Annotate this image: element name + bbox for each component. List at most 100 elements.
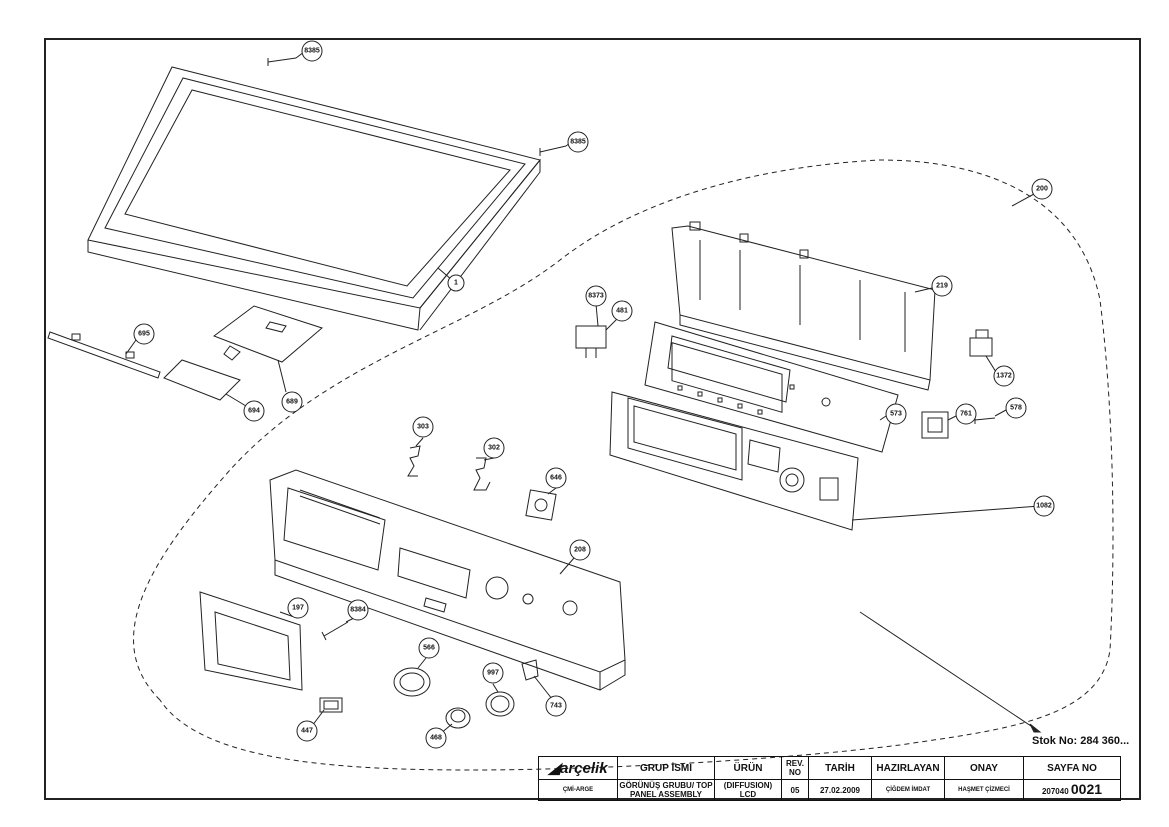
svg-text:208: 208 (574, 547, 586, 554)
svg-text:578: 578 (1010, 405, 1022, 412)
svg-text:997: 997 (487, 670, 499, 677)
svg-text:1372: 1372 (996, 373, 1012, 380)
svg-text:200: 200 (1036, 186, 1048, 193)
part-743 (521, 659, 539, 681)
part-pcb (644, 321, 899, 453)
svg-text:695: 695 (138, 331, 150, 338)
svg-text:8384: 8384 (350, 607, 366, 614)
part-302 (473, 457, 491, 491)
value-approval: HAŞMET ÇİZMECİ (944, 779, 1024, 801)
callout-646: 646 (545, 467, 567, 489)
value-prepared-by: ÇİĞDEM İMDAT (871, 779, 945, 801)
callout-8385-top: 8385 (301, 40, 323, 62)
callout-1: 1 (447, 274, 465, 292)
callout-1082: 1082 (1033, 495, 1055, 517)
screw-8385-top (267, 57, 297, 66)
page-number-prefix: 207040 (1041, 786, 1069, 796)
svg-text:689: 689 (286, 399, 298, 406)
callout-997: 997 (482, 662, 504, 684)
svg-text:219: 219 (936, 283, 948, 290)
part-695-rail (47, 331, 161, 379)
part-top-lid (87, 66, 541, 331)
callout-468: 468 (425, 727, 447, 749)
part-447 (319, 697, 343, 713)
svg-text:566: 566 (423, 645, 435, 652)
part-997 (485, 691, 515, 717)
svg-text:447: 447 (301, 728, 313, 735)
part-303 (407, 445, 421, 477)
callout-447: 447 (296, 720, 318, 742)
svg-text:1082: 1082 (1036, 503, 1052, 510)
svg-text:743: 743 (550, 703, 562, 710)
value-group-name: GÖRÜNÜŞ GRUBU/ TOP PANEL ASSEMBLY (617, 779, 715, 801)
callout-761: 761 (955, 403, 977, 425)
part-761 (921, 411, 949, 439)
callout-303: 303 (412, 416, 434, 438)
value-page-no: 207040 0021 (1023, 779, 1121, 801)
leader-lines (125, 51, 1042, 735)
callout-200: 200 (1031, 178, 1053, 200)
callout-481: 481 (611, 300, 633, 322)
svg-text:1: 1 (454, 280, 458, 287)
screw-8384 (321, 621, 349, 641)
callout-302: 302 (483, 437, 505, 459)
callout-694: 694 (243, 400, 265, 422)
callout-208: 208 (569, 539, 591, 561)
callout-8385-right: 8385 (567, 131, 589, 153)
header-group-name: GRUP İSMİ (617, 756, 715, 780)
svg-text:573: 573 (890, 411, 902, 418)
callout-8373: 8373 (585, 285, 607, 307)
part-connector (575, 325, 607, 358)
part-578-screw (974, 416, 996, 424)
callouts: 8385 8385 1 200 219 8373 481 1372 695 68… (133, 40, 1055, 749)
part-646 (525, 489, 557, 521)
svg-text:481: 481 (616, 308, 628, 315)
part-689 (212, 305, 324, 363)
header-approval: ONAY (944, 756, 1024, 780)
callout-743: 743 (545, 695, 567, 717)
brand-logo: ◢arçelik (538, 756, 618, 780)
part-1372 (969, 329, 993, 357)
part-display-frame (609, 391, 859, 531)
part-566 (393, 667, 431, 697)
callout-1372: 1372 (993, 365, 1015, 387)
svg-text:8385: 8385 (304, 48, 320, 55)
part-drawer-front (199, 591, 303, 691)
svg-text:197: 197 (292, 605, 304, 612)
callout-689: 689 (281, 391, 303, 413)
value-product: (DIFFUSION) LCD (714, 779, 782, 801)
callout-219: 219 (931, 275, 953, 297)
svg-text:761: 761 (960, 411, 972, 418)
svg-text:8373: 8373 (588, 293, 604, 300)
svg-text:302: 302 (488, 445, 500, 452)
svg-text:694: 694 (248, 408, 260, 415)
callout-695: 695 (133, 323, 155, 345)
stock-number: Stok No: 284 360... (1032, 735, 1130, 747)
brand-mark-icon: ◢ (548, 760, 560, 777)
value-department: ÇMİ-ARGE (538, 779, 618, 801)
svg-text:646: 646 (550, 475, 562, 482)
part-468 (445, 707, 471, 729)
value-date: 27.02.2009 (808, 779, 872, 801)
part-694 (163, 359, 241, 401)
callout-573: 573 (885, 403, 907, 425)
header-prepared-by: HAZIRLAYAN (871, 756, 945, 780)
svg-text:8385: 8385 (570, 139, 586, 146)
callout-578: 578 (1005, 397, 1027, 419)
header-product: ÜRÜN (714, 756, 782, 780)
header-date: TARİH (808, 756, 872, 780)
callout-566: 566 (418, 637, 440, 659)
page-number-suffix: 0021 (1070, 780, 1103, 797)
callout-197: 197 (287, 597, 309, 619)
header-rev-no: REV. NO (781, 756, 809, 780)
part-219-frame (671, 221, 936, 391)
screw-8385-right (539, 145, 567, 156)
svg-text:468: 468 (430, 735, 442, 742)
part-front-panel (269, 469, 626, 691)
title-block: ◢arçelik GRUP İSMİ ÜRÜN REV. NO TARİH HA… (538, 756, 1121, 801)
value-rev-no: 05 (781, 779, 809, 801)
header-page-no: SAYFA NO (1023, 756, 1121, 780)
callout-8384: 8384 (347, 599, 369, 621)
